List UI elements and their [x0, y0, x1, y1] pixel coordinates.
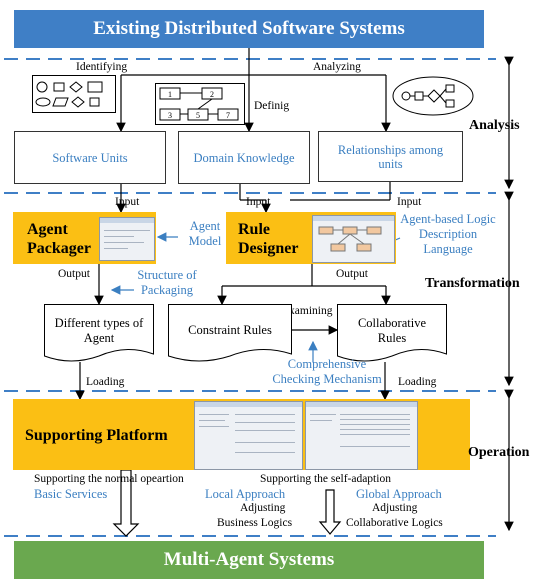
- local-approach-note: Local Approach: [205, 487, 286, 501]
- rule-designer-panel: Rule Designer: [226, 212, 396, 264]
- constraint-rules-doc: [168, 304, 292, 362]
- checking-note: Comprehensive Checking Mechanism: [272, 357, 382, 386]
- icon-number: 5: [196, 111, 200, 120]
- hollow-arrows: [112, 469, 342, 537]
- relationships-box: Relationships among units: [318, 131, 463, 182]
- software-units-box: Software Units: [14, 131, 166, 184]
- transformation-phase-label: Transformation: [425, 276, 520, 291]
- adjusting-label-right: Adjusting: [372, 502, 418, 514]
- rule-designer-screenshot: [312, 215, 395, 263]
- icon-number: 2: [210, 90, 214, 99]
- logic-language-note: Agent-based Logic Description Language: [400, 212, 496, 256]
- agent-types-text: Different types of Agent: [54, 316, 144, 345]
- agent-packager-panel: Agent Packager: [13, 212, 156, 264]
- bottom-banner: Multi-Agent Systems: [14, 541, 484, 579]
- global-approach-note: Global Approach: [356, 487, 442, 501]
- input-label-left: Input: [115, 196, 140, 208]
- loading-label-left: Loading: [86, 376, 125, 388]
- platform-screenshot-left: [194, 401, 303, 470]
- top-banner: Existing Distributed Software Systems: [14, 10, 484, 48]
- collaborative-rules-text: Collaborative Rules: [357, 316, 427, 345]
- rule-designer-title: Rule Designer: [238, 221, 299, 257]
- collaborative-logics-label: Collaborative Logics: [346, 517, 443, 529]
- supporting-platform-panel: Supporting Platform: [13, 399, 470, 470]
- agent-packager-title: Agent Packager: [27, 221, 91, 257]
- support-normal-label: Supporting the normal opeartion: [34, 473, 184, 485]
- flow-icon: 1 2 3 5 7: [155, 83, 245, 125]
- loading-label-right: Loading: [398, 376, 437, 388]
- structure-note: Structure of Packaging: [137, 268, 197, 297]
- support-self-label: Supporting the self-adaption: [260, 473, 391, 485]
- output-label-right: Output: [336, 268, 368, 280]
- collaborative-rules-doc: [337, 304, 447, 362]
- graph-icon: [392, 76, 474, 116]
- supporting-platform-title: Supporting Platform: [25, 427, 168, 444]
- input-label-middle: Input: [246, 196, 271, 208]
- operation-phase-label: Operation: [468, 445, 530, 460]
- agent-model-note: Agent Model: [188, 219, 222, 248]
- input-label-right: Input: [397, 196, 422, 208]
- analyzing-label: Analyzing: [313, 61, 361, 73]
- agent-types-doc: [44, 304, 154, 362]
- constraint-rules-text: Constraint Rules: [188, 323, 272, 337]
- basic-services-note: Basic Services: [34, 487, 108, 501]
- output-label-left: Output: [58, 268, 90, 280]
- platform-screenshot-right: [305, 401, 418, 470]
- analysis-phase-label: Analysis: [469, 118, 520, 133]
- shapes-icon: [32, 75, 116, 113]
- examining-label: Examining: [282, 305, 333, 317]
- defining-label: Definig: [254, 100, 290, 112]
- agent-packager-screenshot: [99, 217, 155, 261]
- icon-number: 3: [168, 111, 172, 120]
- business-logics-label: Business Logics: [217, 517, 293, 529]
- identifying-label: Identifying: [76, 61, 128, 73]
- icon-number: 7: [226, 111, 230, 120]
- domain-knowledge-box: Domain Knowledge: [178, 131, 310, 184]
- icon-number: 1: [168, 90, 172, 99]
- phase-separators: [4, 58, 496, 537]
- adjusting-label-left: Adjusting: [240, 502, 286, 514]
